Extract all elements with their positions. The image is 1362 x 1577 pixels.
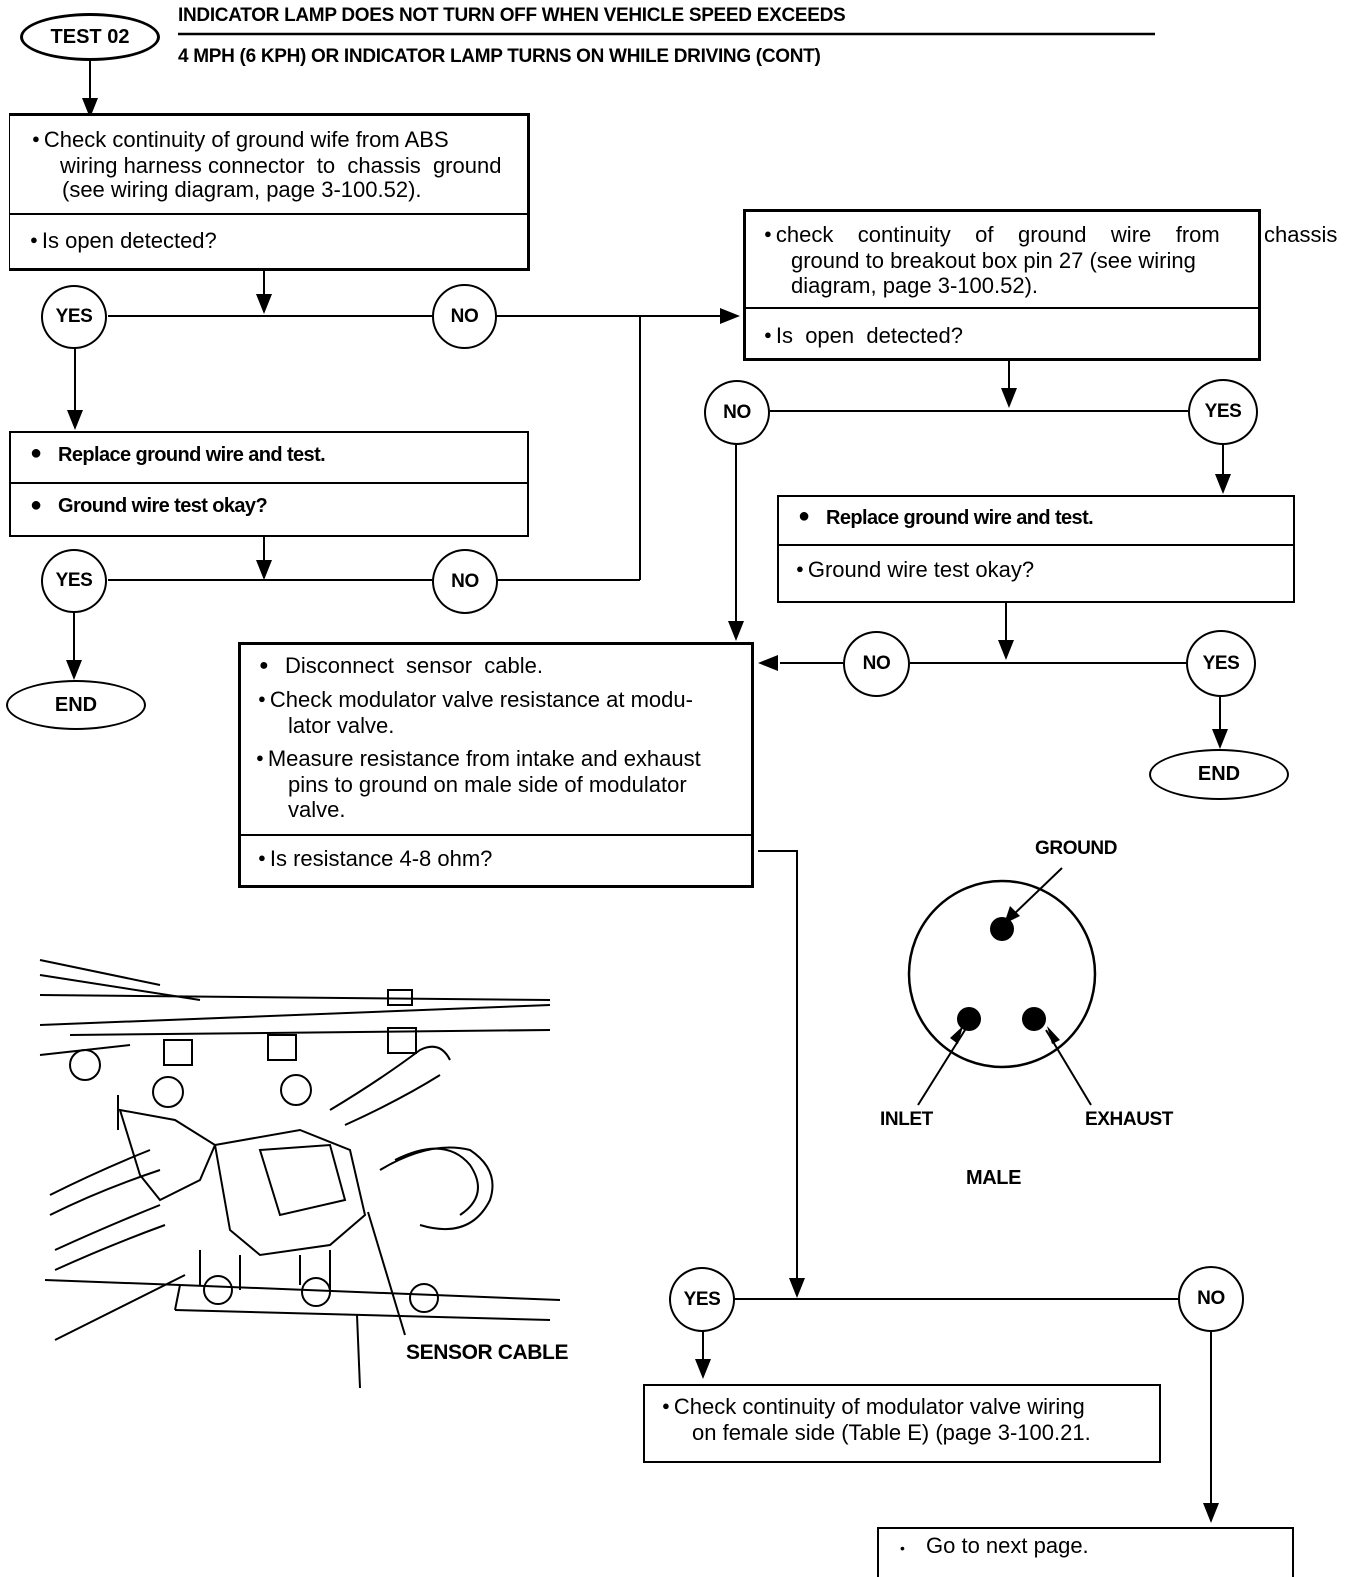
node-no-1: NO — [432, 284, 497, 349]
step-box-replace-ground-wire-left — [9, 431, 529, 537]
box2-line1-overflow: chassis — [1264, 222, 1338, 247]
node-no-4: NO — [843, 631, 910, 697]
node-yes-1: YES — [41, 285, 107, 349]
box5-bullet1: Disconnect sensor cable. — [285, 653, 544, 678]
connector-exhaust-label: EXHAUST — [1085, 1109, 1173, 1130]
node-no-2: NO — [432, 549, 498, 614]
page-title-line2: 4 MPH (6 KPH) OR INDICATOR LAMP TURNS ON… — [178, 46, 821, 67]
node-no-3: NO — [704, 380, 770, 445]
box6-line1: Check continuity of modulator valve wiri… — [662, 1394, 1085, 1420]
node-yes-2: YES — [41, 549, 107, 613]
box3-question: Ground wire test okay? — [58, 495, 268, 517]
box3-bullet1: ● — [30, 442, 42, 464]
modulator-valve-illustration — [39, 959, 561, 1389]
box5-bullet3-line3: valve. — [288, 797, 346, 822]
sensor-cable-label: SENSOR CABLE — [406, 1341, 569, 1364]
box1-line1: Check continuity of ground wife from ABS — [32, 127, 449, 153]
box6-line2: on female side (Table E) (page 3-100.21. — [692, 1420, 1091, 1445]
box7-text: Go to next page. — [926, 1533, 1089, 1558]
node-end-2: END — [1149, 749, 1289, 800]
box2-line2: ground to breakout box pin 27 (see wirin… — [791, 248, 1196, 273]
step-box-next-page — [877, 1527, 1294, 1577]
connector-ground-label: GROUND — [1035, 838, 1118, 859]
box1-line2: wiring harness connector to chassis grou… — [60, 153, 502, 178]
connector-inlet-label: INLET — [880, 1109, 933, 1130]
box5-bullet1-dot: ● — [259, 657, 269, 674]
connector-male-label: MALE — [966, 1167, 1022, 1189]
box2-line1: check continuity of ground wire from — [764, 222, 1220, 248]
box5-bullet2-line2: lator valve. — [288, 713, 395, 738]
node-no-5: NO — [1178, 1266, 1244, 1332]
box4-question: Ground wire test okay? — [796, 557, 1034, 583]
box5-bullet3-line1: Measure resistance from intake and exhau… — [256, 746, 701, 772]
box3-action: Replace ground wire and test. — [58, 444, 326, 466]
box4-action: Replace ground wire and test. — [826, 507, 1094, 529]
node-yes-5: YES — [669, 1267, 735, 1332]
box5-bullet3-line2: pins to ground on male side of modulator — [288, 772, 687, 797]
test-badge-label: TEST 02 — [50, 25, 130, 48]
box2-question: Is open detected? — [764, 323, 963, 349]
box1-question: Is open detected? — [30, 228, 217, 254]
step-box-replace-ground-wire-right — [777, 495, 1295, 603]
node-yes-4: YES — [1186, 630, 1256, 697]
box1-line3: (see wiring diagram, page 3-100.52). — [62, 177, 422, 202]
box7-dot: • — [900, 1540, 905, 1556]
box5-bullet2-line1: Check modulator valve resistance at modu… — [258, 687, 693, 713]
box2-line3: diagram, page 3-100.52). — [791, 273, 1039, 298]
node-end-1: END — [6, 680, 146, 730]
node-yes-3: YES — [1188, 379, 1258, 445]
page-title-line1: INDICATOR LAMP DOES NOT TURN OFF WHEN VE… — [178, 5, 846, 26]
box4-bullet1: ● — [798, 505, 810, 527]
box3-bullet2: ● — [30, 494, 42, 516]
test-badge: TEST 02 — [20, 13, 160, 61]
box5-question: Is resistance 4-8 ohm? — [258, 846, 493, 872]
